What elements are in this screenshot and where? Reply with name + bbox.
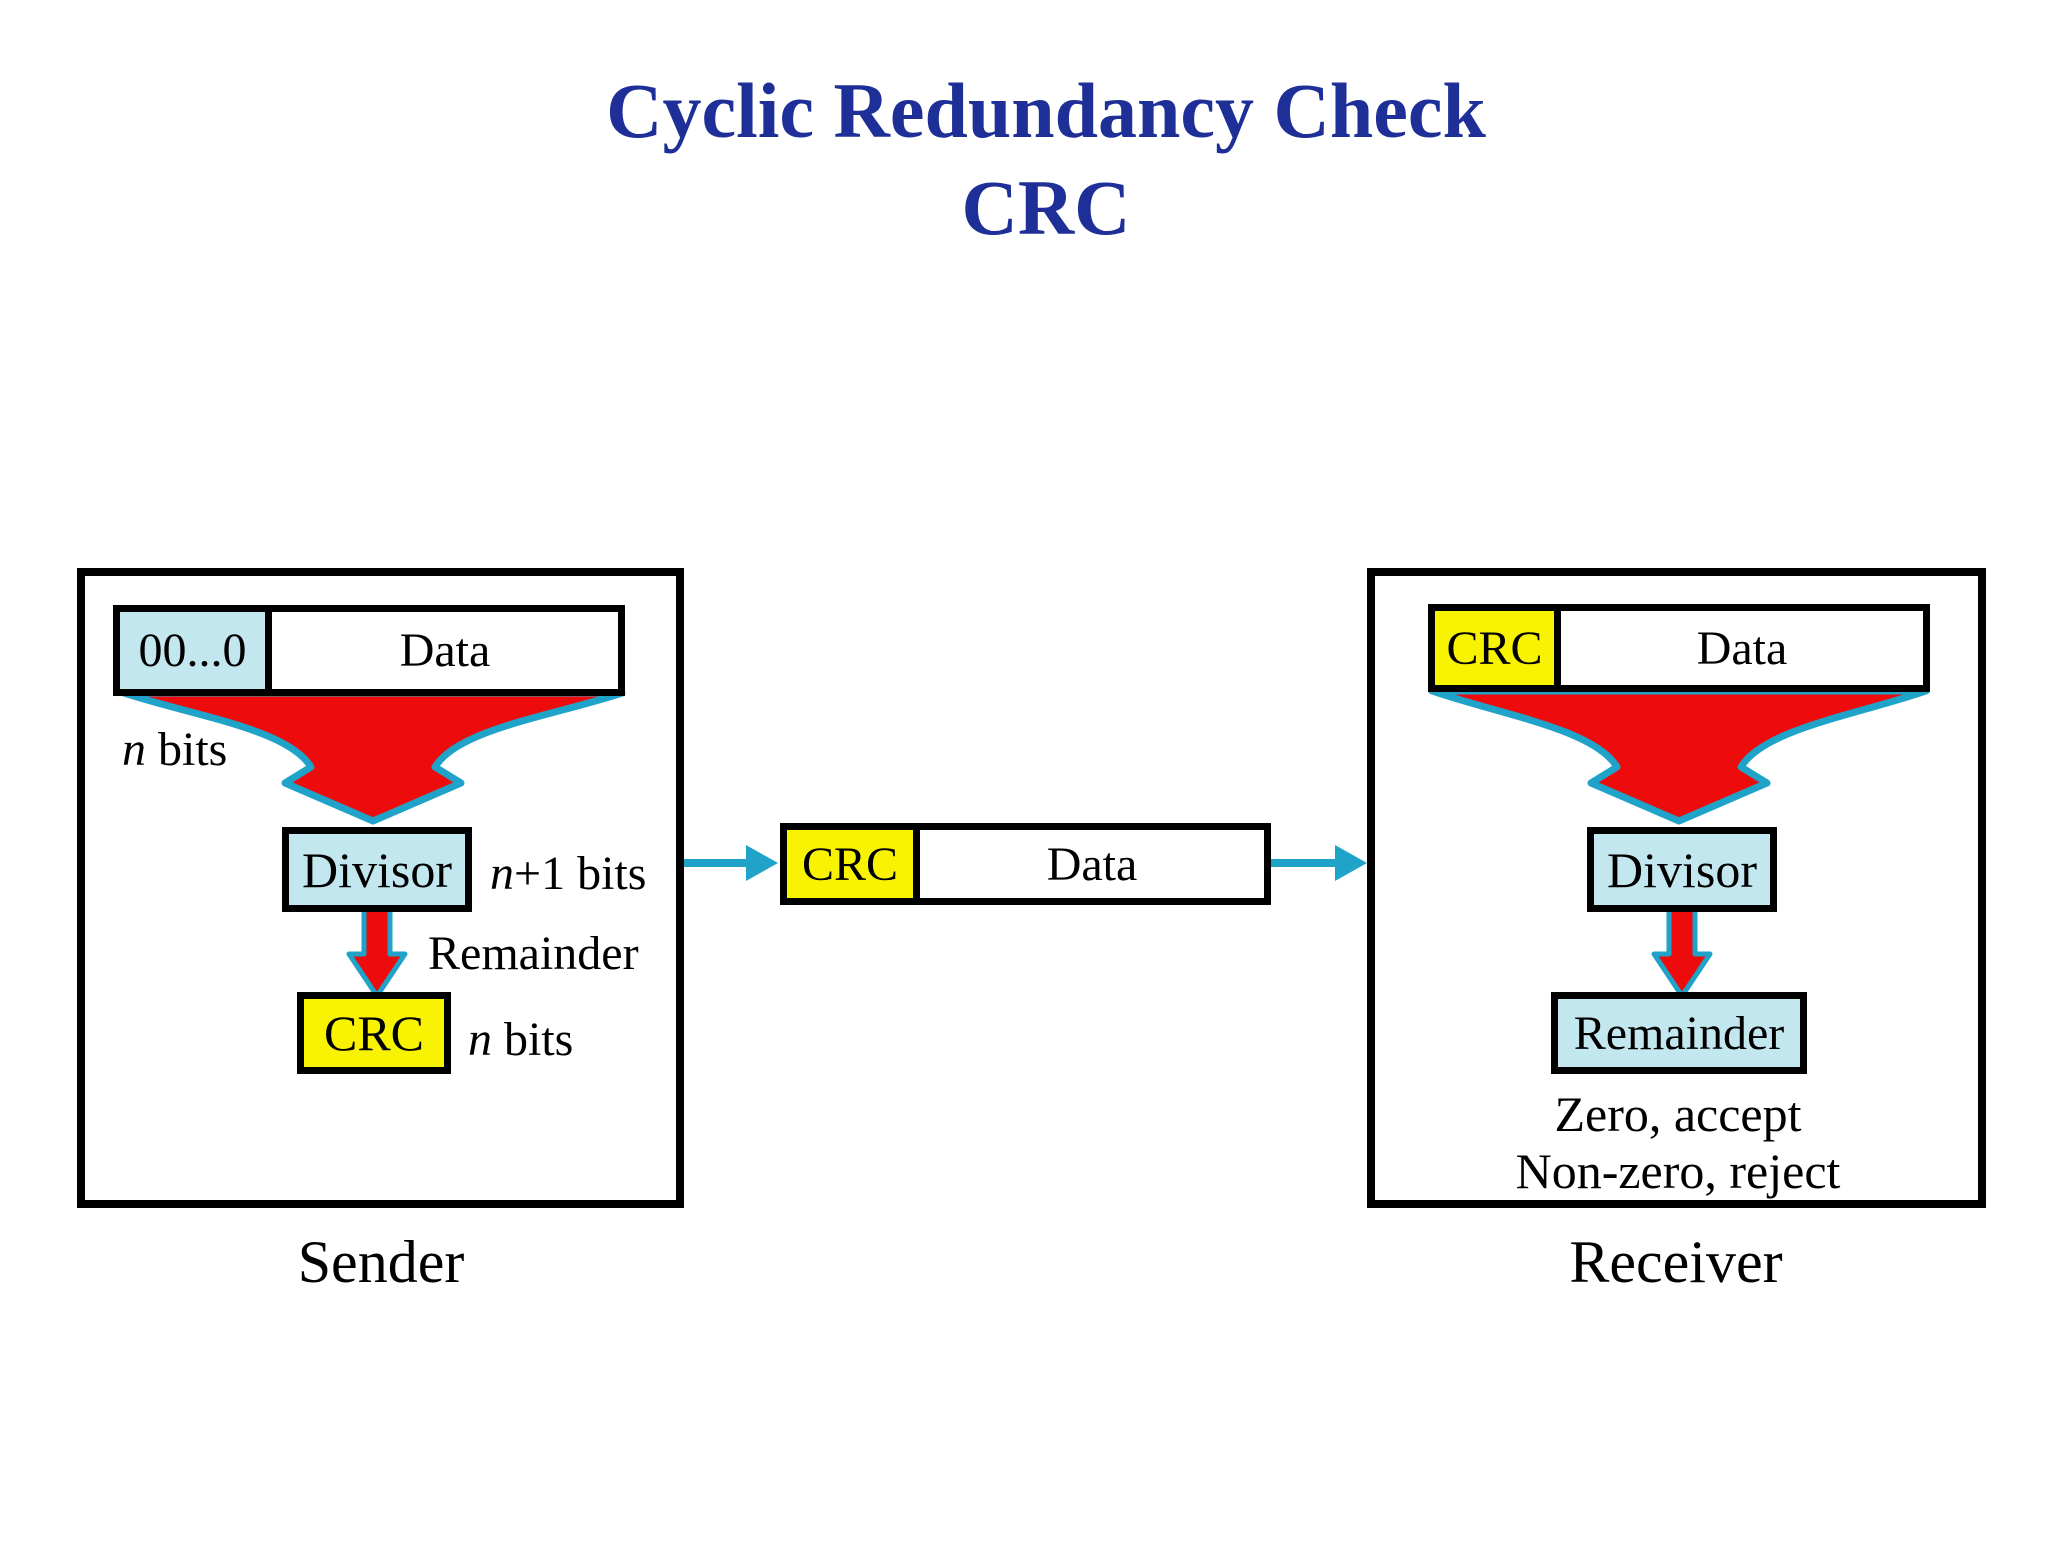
sender-crc-n-bits-rest: bits	[492, 1013, 574, 1066]
sender-n-bits-label: n bits	[122, 722, 227, 777]
sender-caption: Sender	[297, 1229, 465, 1295]
sender-funnel-arrow-icon	[120, 690, 626, 825]
sender-data-cell: Data	[399, 624, 491, 677]
receiver-data-cell: Data	[1696, 621, 1788, 675]
sender-remainder-label: Remainder	[428, 927, 639, 980]
sender-zero-pad-cell: 00...0	[120, 612, 272, 689]
receiver-down-arrow-path	[1651, 906, 1713, 999]
sender-down-arrow-icon	[346, 906, 408, 999]
sender-n-plus-1-rest: +1 bits	[514, 847, 647, 900]
receiver-remainder-box: Remainder	[1551, 992, 1807, 1074]
channel-data-cell: Data	[1046, 837, 1138, 891]
receiver-down-arrow-icon	[1651, 906, 1713, 999]
slide-title: Cyclic Redundancy Check CRC	[22, 62, 2048, 256]
channel-left-arrow-path	[684, 845, 778, 881]
channel-crc-cell: CRC	[787, 830, 920, 898]
receiver-result-line2: Non-zero, reject	[1515, 1143, 1841, 1199]
sender-crc-box: CRC	[297, 992, 451, 1074]
receiver-caption: Receiver	[1569, 1229, 1783, 1295]
slide-title-line1: Cyclic Redundancy Check	[606, 67, 1486, 154]
receiver-funnel-path	[1428, 688, 1930, 825]
receiver-funnel-arrow-icon	[1428, 688, 1930, 825]
slide-title-line2: CRC	[961, 164, 1131, 251]
receiver-divisor-box: Divisor	[1587, 827, 1777, 912]
sender-divisor-box: Divisor	[282, 827, 472, 912]
sender-n-plus-1-bits-label: n+1 bits	[490, 846, 646, 901]
sender-crc-n-bits-label: n bits	[468, 1012, 573, 1067]
channel-right-arrow-icon	[1271, 845, 1367, 881]
sender-input-bar: 00...0 Data	[113, 605, 625, 696]
sender-crc-n-bits-var: n	[468, 1013, 492, 1066]
channel-frame-bar: CRC Data	[780, 823, 1271, 905]
receiver-result-line1: Zero, accept	[1554, 1086, 1802, 1142]
sender-funnel-path	[120, 690, 626, 825]
sender-n-bits-var: n	[122, 723, 146, 776]
sender-n-plus-1-var: n	[490, 847, 514, 900]
channel-right-arrow-path	[1271, 845, 1367, 881]
channel-left-arrow-icon	[684, 845, 778, 881]
receiver-crc-cell: CRC	[1435, 611, 1561, 685]
receiver-input-bar: CRC Data	[1428, 604, 1930, 692]
sender-down-arrow-path	[346, 906, 408, 999]
sender-n-bits-rest: bits	[146, 723, 228, 776]
